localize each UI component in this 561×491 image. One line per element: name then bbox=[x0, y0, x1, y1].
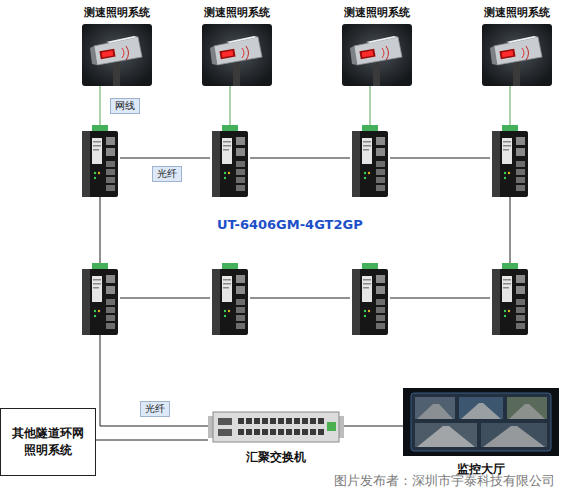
speed-camera: 测速照明系统 bbox=[337, 4, 417, 86]
aggregation-switch-image bbox=[208, 410, 344, 444]
industrial-switch bbox=[352, 263, 388, 335]
industrial-switch bbox=[212, 263, 248, 335]
device-icon bbox=[202, 24, 272, 86]
device-icon bbox=[208, 410, 344, 444]
fiber-line bbox=[120, 298, 210, 299]
cable-line bbox=[100, 85, 101, 126]
fiber-line bbox=[510, 197, 511, 263]
cable-tag: 光纤 bbox=[152, 166, 182, 182]
node-label: 测速照明系统 bbox=[477, 6, 557, 20]
speed-camera-image bbox=[482, 24, 552, 86]
fiber-line bbox=[390, 158, 490, 159]
device-icon bbox=[342, 24, 412, 86]
speed-camera: 测速照明系统 bbox=[477, 4, 557, 86]
fiber-connector bbox=[344, 426, 403, 427]
fiber-connector bbox=[96, 440, 208, 441]
device-icon bbox=[82, 24, 152, 86]
cable-line bbox=[230, 85, 231, 126]
node-label: 测速照明系统 bbox=[337, 6, 417, 20]
node-label: 其他隧道环网照明系统 bbox=[11, 425, 85, 459]
speed-camera-image bbox=[202, 24, 272, 86]
industrial-switch bbox=[352, 125, 388, 197]
industrial-switch bbox=[82, 125, 118, 197]
device-icon bbox=[202, 24, 272, 86]
fiber-line bbox=[100, 197, 101, 263]
system-box: 其他隧道环网照明系统 bbox=[0, 408, 96, 476]
aggregation-switch: 汇聚交换机 bbox=[206, 408, 346, 470]
device-icon bbox=[482, 24, 552, 86]
cable-line bbox=[370, 85, 371, 126]
ring-switches bbox=[82, 125, 528, 335]
monitor-hall-image bbox=[403, 388, 559, 456]
fiber-line bbox=[390, 298, 490, 299]
speed-camera: 测速照明系统 bbox=[77, 4, 157, 86]
device-icon bbox=[208, 412, 344, 442]
device-icon bbox=[342, 24, 412, 86]
device-icon bbox=[403, 388, 559, 456]
industrial-switch bbox=[492, 125, 528, 197]
watermark: 图片发布者：深圳市宇泰科技有限公司 bbox=[334, 472, 555, 490]
speed-camera-image bbox=[82, 24, 152, 86]
fiber-ring bbox=[100, 158, 510, 426]
fiber-line bbox=[100, 335, 212, 426]
device-icon bbox=[482, 24, 552, 86]
speed-camera-image bbox=[342, 24, 412, 86]
cable-tag: 光纤 bbox=[140, 401, 170, 417]
device-icon bbox=[82, 24, 152, 86]
model-label: UT-6406GM-4GT2GP bbox=[217, 217, 363, 232]
cable-line bbox=[510, 85, 511, 126]
fiber-line bbox=[250, 158, 350, 159]
speed-camera: 测速照明系统 bbox=[197, 4, 277, 86]
cable-tag: 网线 bbox=[110, 98, 140, 114]
node-label: 测速照明系统 bbox=[77, 6, 157, 20]
network-cable bbox=[100, 85, 510, 126]
fiber-line bbox=[120, 158, 210, 159]
industrial-switch bbox=[492, 263, 528, 335]
node-label: 测速照明系统 bbox=[197, 6, 277, 20]
industrial-switch bbox=[82, 263, 118, 335]
fiber-line bbox=[250, 298, 350, 299]
device-icon bbox=[403, 388, 559, 456]
node-label: 汇聚交换机 bbox=[206, 450, 346, 464]
industrial-switch bbox=[212, 125, 248, 197]
monitor-hall: 监控大厅 bbox=[402, 387, 560, 479]
